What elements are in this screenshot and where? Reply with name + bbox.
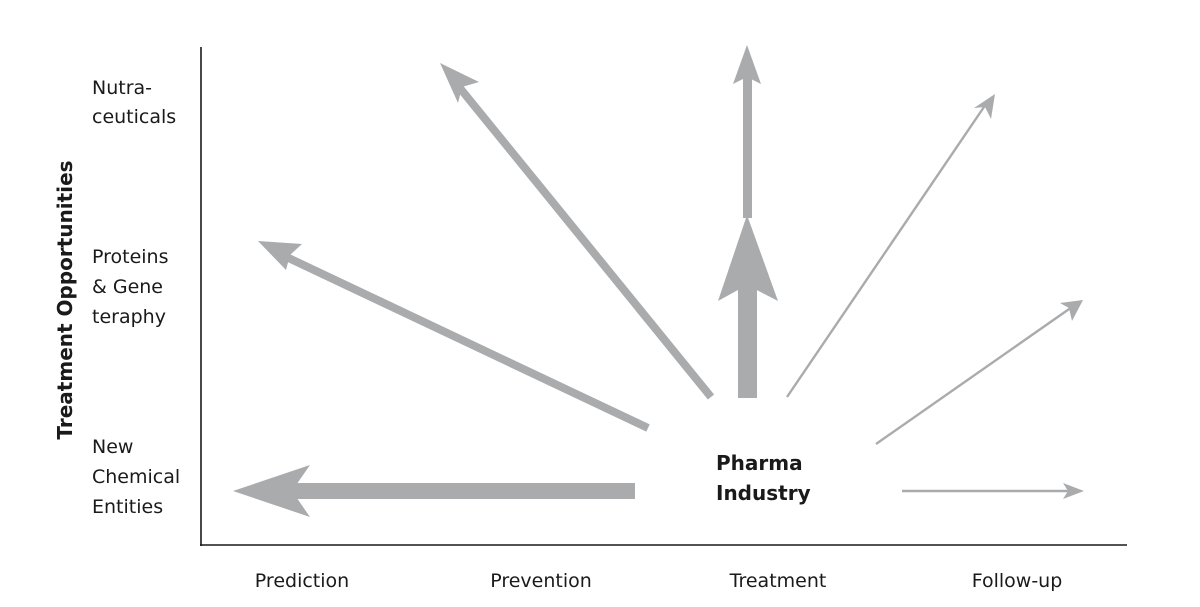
y-category-nutraceuticals: Nutra- ceuticals [92, 77, 176, 128]
center-label-line: Pharma [716, 451, 803, 475]
pharma-industry-label: Pharma Industry [716, 451, 811, 505]
y-category-line: Nutra- [92, 77, 152, 99]
y-category-line: ceuticals [92, 106, 176, 128]
y-category-line: New [92, 436, 133, 458]
y-category-line: Entities [92, 496, 163, 518]
center-label-line: Industry [716, 481, 811, 505]
stage-treatment: Treatment [729, 570, 827, 592]
y-category-new-chemical-entities: New Chemical Entities [92, 436, 180, 518]
y-category-line: teraphy [92, 306, 166, 328]
y-category-proteins-gene-therapy: Proteins & Gene teraphy [92, 246, 169, 328]
y-category-line: Chemical [92, 466, 180, 488]
arrow-to-nutraceuticals-prevention [440, 63, 715, 400]
y-category-line: & Gene [92, 276, 163, 298]
stage-follow-up: Follow-up [972, 570, 1063, 592]
arrow-to-new-chemical-entities [233, 465, 635, 517]
arrow-to-new-chemical-followup [902, 483, 1084, 499]
stage-prevention: Prevention [490, 570, 592, 592]
y-axis-label: Treatment Opportunities [53, 160, 77, 439]
arrow-to-nutraceuticals-followup [786, 94, 995, 398]
arrow-to-nutraceuticals-treatment [718, 45, 778, 398]
y-category-line: Proteins [92, 246, 169, 268]
stage-prediction: Prediction [255, 570, 349, 592]
arrow-to-proteins-followup [875, 300, 1083, 445]
arrow-to-proteins-gene-therapy [258, 241, 650, 432]
